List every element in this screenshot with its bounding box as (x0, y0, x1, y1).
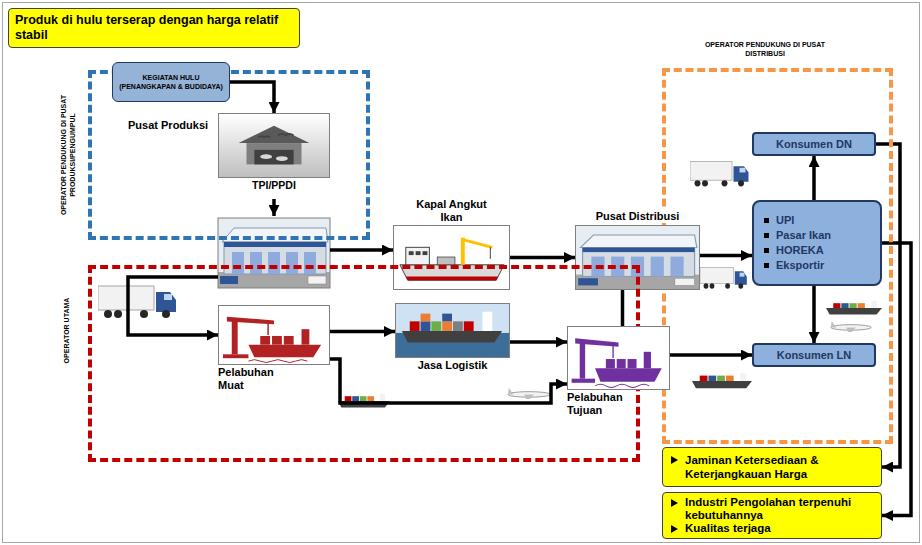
region-heading: OPERATOR PENDUKUNG DI PUSAT DISTRIBUSI (690, 40, 840, 58)
consumer-box: Konsumen DN (752, 132, 876, 156)
flow-arrow (812, 156, 816, 200)
flow-arrow (882, 243, 911, 516)
logistics-box: Jasa Logistik (395, 303, 510, 358)
truck-icon (690, 162, 749, 187)
node-text: Konsumen DN (758, 137, 870, 151)
activity-box: KEGIATAN HULU (PENANGKAPAN & BUDIDAYA) (112, 62, 230, 102)
node-text: Jasa Logistik (398, 359, 508, 372)
caption-holder: Kapal Angkut Ikan (410, 198, 494, 224)
picture (219, 114, 329, 177)
flow-line (272, 199, 276, 216)
label-holder: Pusat Produksi (128, 118, 208, 132)
vessel-box: Kapal Angkut Ikan (393, 225, 510, 290)
flow-line (330, 248, 393, 252)
node-text: Jaminan Ketersediaan & Keterjangkauan Ha… (685, 453, 875, 481)
node-text: KEGIATAN HULU (PENANGKAPAN & BUDIDAYA) (117, 73, 225, 91)
flow-arrow (230, 82, 274, 113)
node-text: Produk di hulu terserap dengan harga rel… (15, 13, 293, 43)
picture (568, 327, 669, 389)
region-heading: OPERATOR UTAMA (62, 270, 71, 390)
node-text: UPI (776, 213, 874, 228)
node-text: Kualitas terjaga (685, 522, 875, 535)
node-text: Kapal Angkut Ikan (410, 198, 494, 224)
support-region: OPERATOR PENDUKUNG DI PUSAT PRODUKSI/PEN… (88, 70, 370, 240)
flow-arrow (700, 254, 752, 258)
flow-arrow (876, 144, 900, 467)
caption-holder: Pusat Distribusi (588, 206, 688, 224)
picture (396, 304, 509, 357)
caption-holder: Pelabuhan Muat (218, 366, 282, 392)
flow-arrow (621, 290, 625, 326)
truck-icon (700, 267, 747, 288)
outcome-box: Industri Pengolahan terpenuhi kebutuhann… (662, 492, 882, 539)
node-text: Pelabuhan Tujuan (567, 391, 631, 417)
flow-arrow (670, 353, 752, 357)
facility-box: TPI/PPDI (218, 113, 330, 178)
caption-holder: Jasa Logistik (398, 359, 508, 372)
node-text: Pasar Ikan (776, 228, 874, 243)
main-operator-region: OPERATOR UTAMAPelabuhan MuatJasa Logisti… (88, 265, 640, 462)
flow-arrow (812, 286, 816, 343)
region-heading: OPERATOR PENDUKUNG DI PUSAT PRODUKSI/PEN… (59, 70, 77, 240)
ship-icon (826, 301, 882, 315)
node-text: OPERATOR PENDUKUNG DI PUSAT DISTRIBUSI (690, 40, 840, 58)
node-text: HOREKA (776, 243, 874, 258)
node-text: Pusat Distribusi (594, 210, 682, 223)
node-text: OPERATOR PENDUKUNG DI PUSAT PRODUKSI/PEN… (59, 70, 77, 240)
node-text: OPERATOR UTAMA (62, 270, 71, 390)
caption-holder: TPI/PPDI (234, 179, 314, 192)
truck-icon (98, 286, 176, 318)
flow-arrow (510, 256, 575, 260)
node-text: Industri Pengolahan terpenuhi kebutuhann… (685, 496, 875, 522)
flow-arrow (330, 330, 395, 334)
node-text: Pelabuhan Muat (218, 366, 282, 392)
ship-icon (692, 373, 752, 388)
flow-arrow (330, 359, 567, 403)
node-text: Konsumen LN (758, 348, 870, 362)
area-label: Pusat Produksi (128, 118, 208, 132)
plane-icon (508, 388, 550, 399)
buyer-list-box: UPIPasar IkanHOREKAEksportir (752, 200, 882, 286)
flow-line (128, 277, 218, 335)
picture (394, 226, 509, 289)
port-box: Pelabuhan Tujuan (567, 326, 670, 390)
goal-box: Produk di hulu terserap dengan harga rel… (8, 8, 300, 48)
warehouse-picture (218, 218, 330, 288)
caption-holder: Pelabuhan Tujuan (567, 391, 631, 417)
ship-icon (338, 394, 390, 408)
flow-arrow (510, 340, 567, 344)
node-text: Eksportir (776, 258, 874, 273)
outer-frame (3, 3, 920, 543)
node-text: TPI/PPDI (234, 179, 314, 192)
outcome-box: Jaminan Ketersediaan & Keterjangkauan Ha… (662, 447, 882, 487)
plane-icon (831, 321, 871, 332)
consumer-box: Konsumen LN (752, 343, 876, 367)
picture (219, 306, 329, 364)
port-box: Pelabuhan Muat (218, 305, 330, 365)
